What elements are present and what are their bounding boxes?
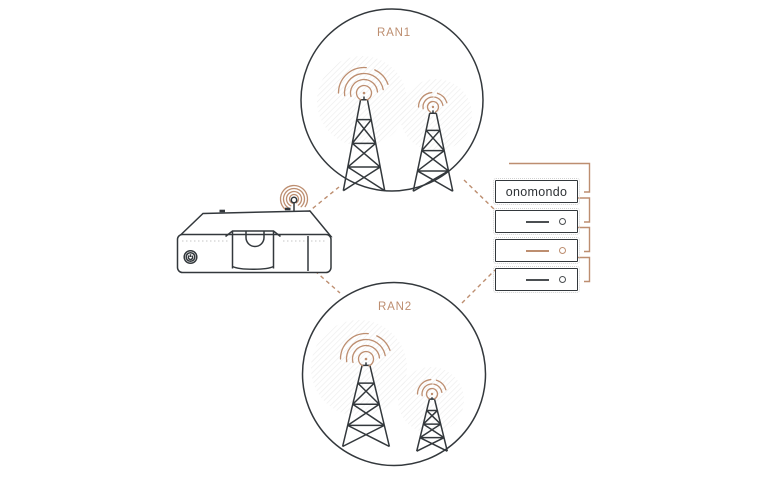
- antenna-waves-icon: [279, 184, 309, 214]
- onomondo-logo: onomondo: [505, 184, 568, 199]
- rack-cable-connectors: [509, 162, 591, 283]
- server-unit: [492, 265, 581, 294]
- iot-device: [176, 184, 333, 274]
- server-unit: [492, 207, 581, 236]
- signal-hatch-decoration: [317, 56, 407, 146]
- ran1-label: RAN1: [377, 27, 411, 39]
- device-top-face: [177, 210, 333, 238]
- power-button-icon: [183, 249, 198, 265]
- server-led-indicator: [559, 276, 566, 283]
- ran2-circle: [301, 281, 487, 467]
- dashed-link-device-ran1: [306, 186, 340, 214]
- ran2-label: RAN2: [378, 301, 412, 313]
- signal-hatch-decoration: [398, 367, 464, 433]
- dashed-link-device-ran2: [314, 270, 341, 294]
- dashed-link-ran2-core: [461, 269, 496, 304]
- dashed-link-ran1-core: [463, 179, 497, 212]
- ran1-circle: [300, 8, 484, 193]
- server-unit: [492, 236, 581, 265]
- signal-hatch-decoration: [311, 320, 407, 416]
- device-latch: [225, 230, 281, 271]
- device-front-face: [176, 233, 332, 274]
- server-slot-dash: [526, 278, 549, 281]
- device-hinge-bump: [285, 207, 291, 211]
- server-led-indicator: [559, 218, 566, 225]
- onomondo-server: onomondo: [492, 177, 581, 206]
- server-slot-dash: [526, 249, 549, 252]
- server-led-indicator: [559, 247, 566, 254]
- device-hinge-bump: [219, 209, 225, 213]
- server-slot-dash: [526, 220, 549, 223]
